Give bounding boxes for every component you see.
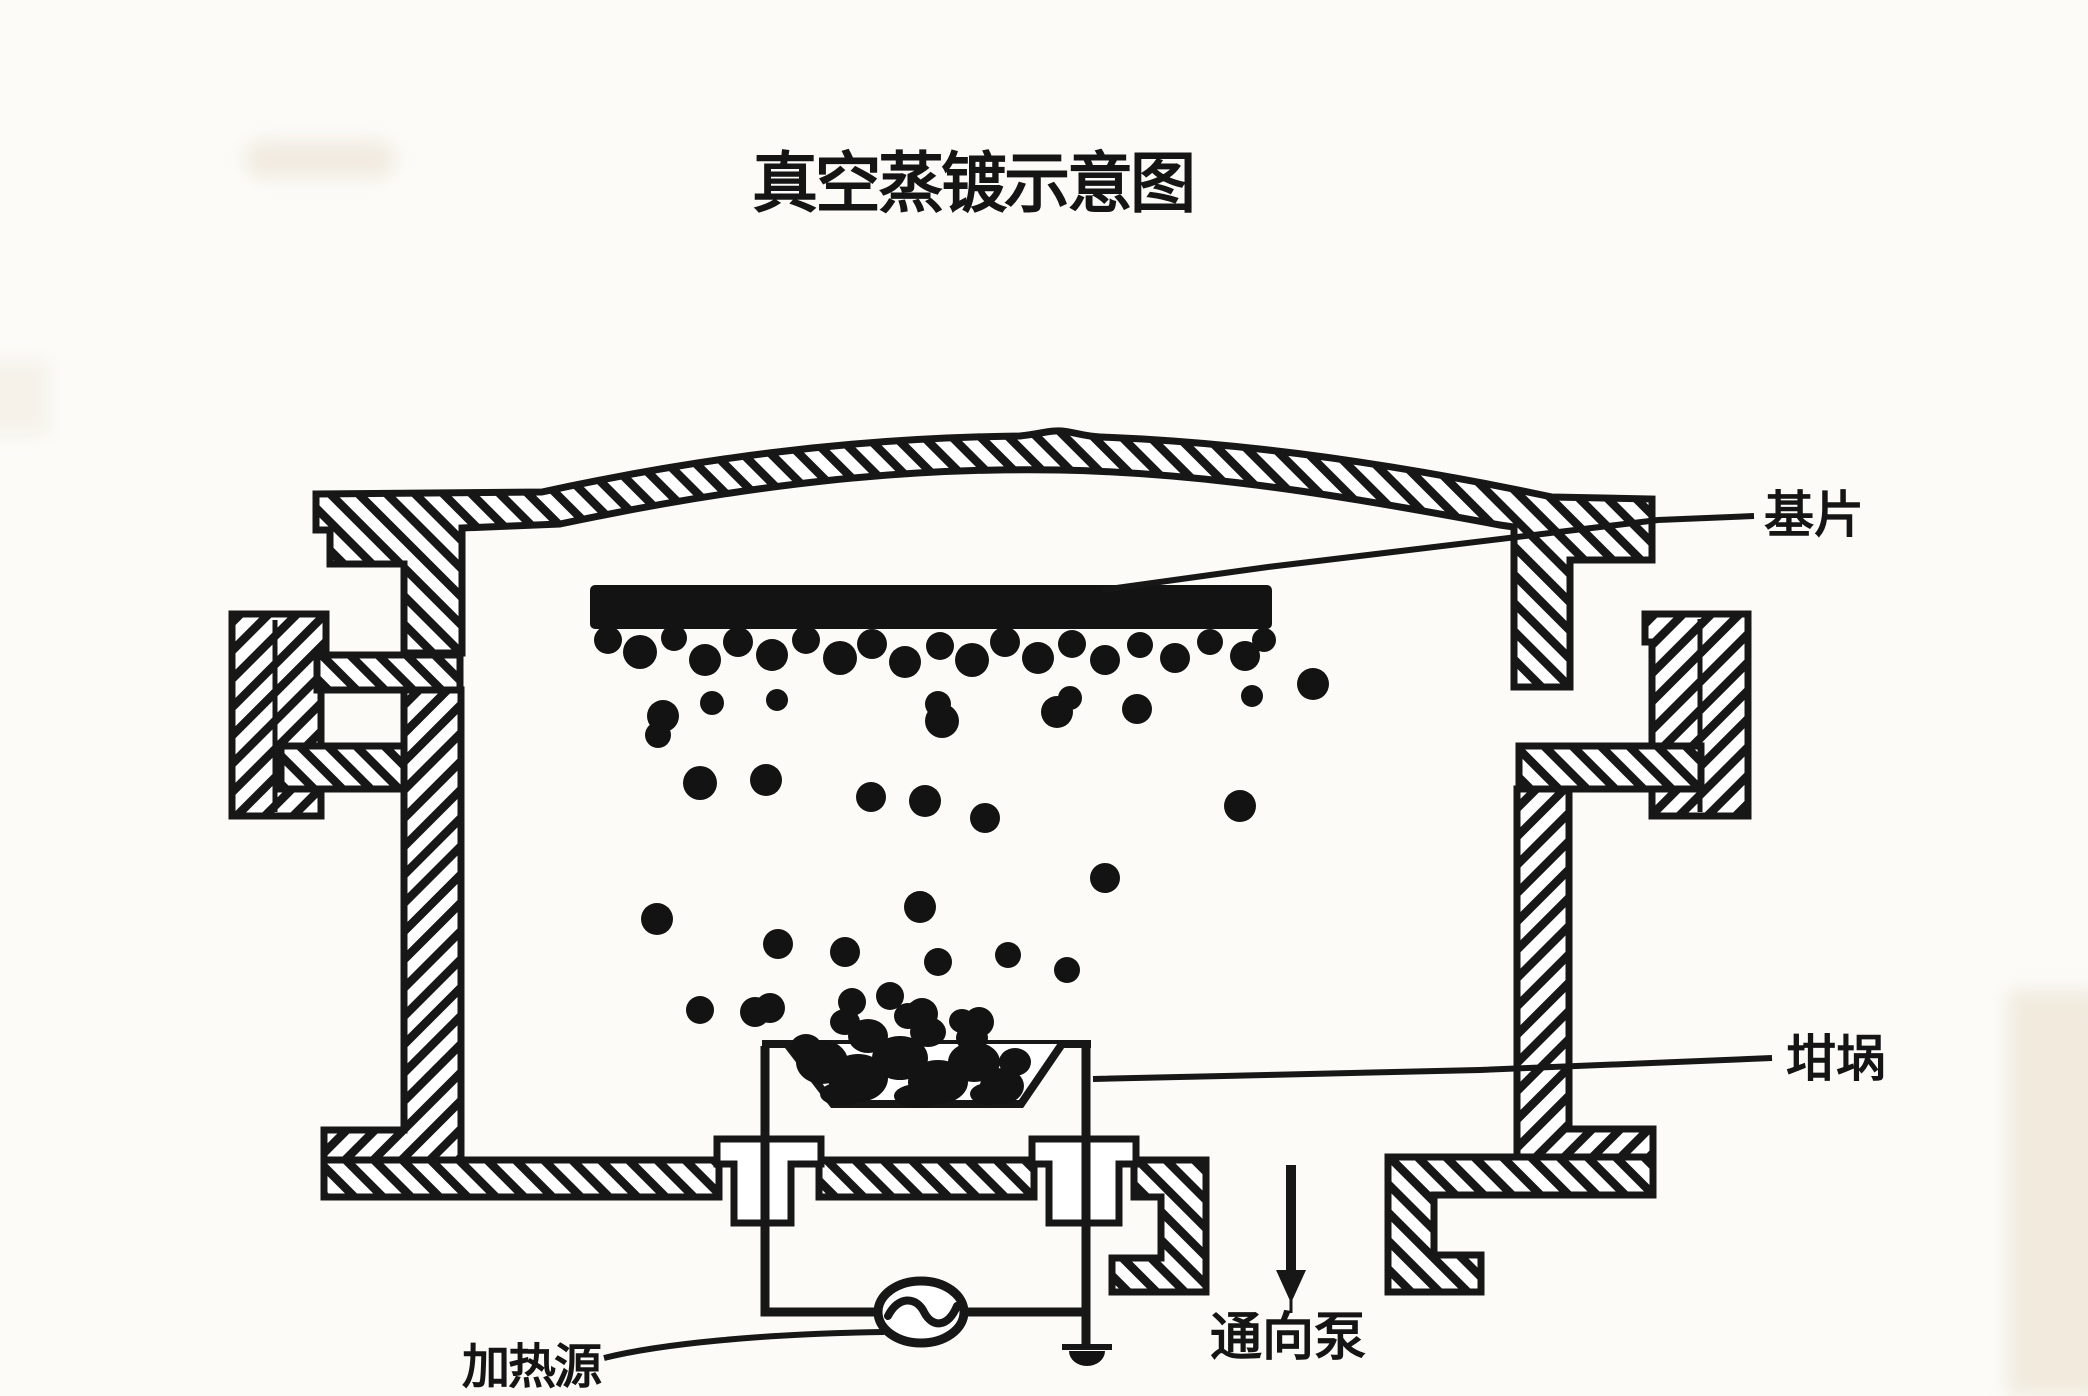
electrode-wire-left bbox=[760, 1046, 878, 1317]
substrate-leader-line bbox=[1101, 513, 1755, 593]
crucible-leader-line bbox=[1092, 1055, 1773, 1082]
sine-wave-glyph bbox=[884, 1296, 961, 1328]
condensed-film-droplets bbox=[594, 625, 1276, 748]
left-clamp-bar bbox=[313, 651, 464, 694]
leader-lines bbox=[603, 513, 1773, 1361]
base-plate-pump-left-collar bbox=[1108, 1156, 1210, 1296]
heating-source-label: 加热源 bbox=[462, 1341, 602, 1394]
crucible-label: 坩埚 bbox=[1786, 1031, 1886, 1087]
right-lower-bar bbox=[1515, 742, 1705, 793]
heat-source-leader-line bbox=[603, 1329, 885, 1361]
right-wall-column bbox=[1513, 785, 1657, 1162]
bell-jar-lid bbox=[312, 427, 1656, 691]
substrate-label: 基片 bbox=[1764, 487, 1864, 543]
base-plate-middle bbox=[815, 1156, 1038, 1201]
substrate-bar bbox=[590, 585, 1272, 629]
base-plate-left bbox=[320, 1156, 723, 1201]
heater-circuit bbox=[760, 1046, 1091, 1344]
base-plate-pump-right-collar bbox=[1384, 1153, 1657, 1296]
chamber-structure bbox=[228, 427, 1752, 1296]
ac-source-icon bbox=[873, 1276, 969, 1348]
scan-smudges bbox=[0, 140, 2088, 1396]
pump-arrow-icon bbox=[1276, 1165, 1306, 1313]
crucible-assembly bbox=[762, 1003, 1091, 1108]
substrate-assembly bbox=[590, 585, 1329, 1037]
diagram-title: 真空蒸镀示意图 bbox=[752, 146, 1196, 220]
vapor-particles bbox=[641, 668, 1329, 1037]
to-pump-label: 通向泵 bbox=[1210, 1309, 1367, 1367]
evaporant-charge bbox=[790, 1003, 1031, 1108]
ground-icon bbox=[1062, 1344, 1112, 1366]
